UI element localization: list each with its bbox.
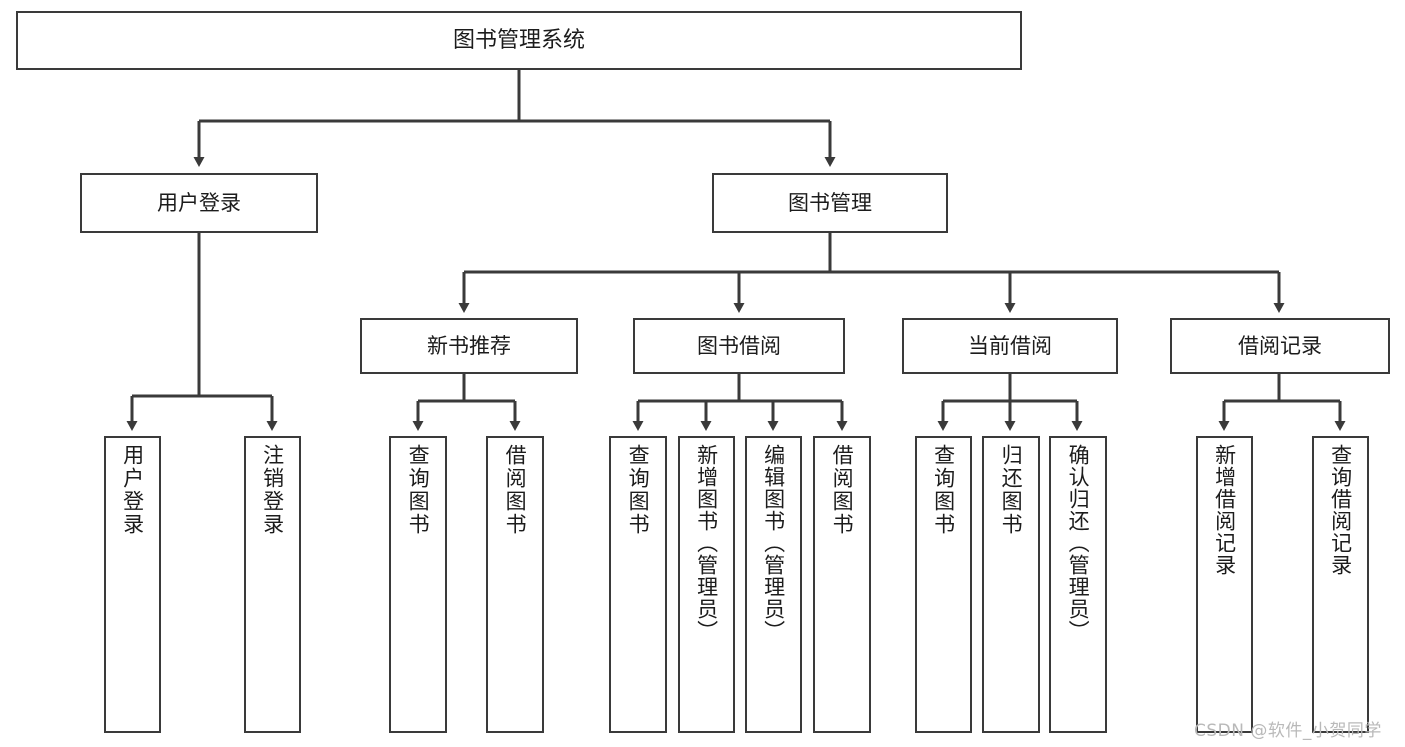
leaf-label: 借阅图书 xyxy=(503,444,528,536)
leaf-return-book[interactable]: 归还图书 xyxy=(982,436,1040,733)
leaf-label: 查询图书 xyxy=(626,444,651,536)
leaf-query-book-1[interactable]: 查询图书 xyxy=(389,436,447,733)
leaf-edit-book[interactable]: 编辑图书（管理员） xyxy=(745,436,802,733)
leaf-label: 确认归还（管理员） xyxy=(1066,444,1091,642)
leaf-query-book-3[interactable]: 查询图书 xyxy=(915,436,972,733)
leaf-label: 注销登录 xyxy=(260,444,285,536)
leaf-add-record[interactable]: 新增借阅记录 xyxy=(1196,436,1253,733)
leaf-user-login[interactable]: 用户登录 xyxy=(104,436,161,733)
leaf-label: 编辑图书（管理员） xyxy=(761,444,786,642)
node-book-borrow[interactable]: 图书借阅 xyxy=(633,318,845,374)
leaf-label: 新增借阅记录 xyxy=(1212,444,1237,576)
node-new-book-recommend[interactable]: 新书推荐 xyxy=(360,318,578,374)
leaf-label: 新增图书（管理员） xyxy=(694,444,719,642)
node-book-manage[interactable]: 图书管理 xyxy=(712,173,948,233)
leaf-query-record[interactable]: 查询借阅记录 xyxy=(1312,436,1369,733)
leaf-label: 查询图书 xyxy=(931,444,956,536)
node-current-borrow[interactable]: 当前借阅 xyxy=(902,318,1118,374)
csdn-watermark: CSDN @软件_小贺同学 xyxy=(1194,721,1382,741)
leaf-label: 归还图书 xyxy=(999,444,1024,536)
leaf-add-book[interactable]: 新增图书（管理员） xyxy=(678,436,735,733)
leaf-label: 用户登录 xyxy=(120,444,145,536)
leaf-borrow-book-1[interactable]: 借阅图书 xyxy=(486,436,544,733)
node-root[interactable]: 图书管理系统 xyxy=(16,11,1022,70)
node-borrow-record[interactable]: 借阅记录 xyxy=(1170,318,1390,374)
leaf-label: 查询借阅记录 xyxy=(1328,444,1353,576)
leaf-label: 查询图书 xyxy=(406,444,431,536)
leaf-user-logout[interactable]: 注销登录 xyxy=(244,436,301,733)
leaf-query-book-2[interactable]: 查询图书 xyxy=(609,436,667,733)
leaf-borrow-book-2[interactable]: 借阅图书 xyxy=(813,436,871,733)
leaf-confirm-return[interactable]: 确认归还（管理员） xyxy=(1049,436,1107,733)
leaf-label: 借阅图书 xyxy=(830,444,855,536)
node-user-login[interactable]: 用户登录 xyxy=(80,173,318,233)
